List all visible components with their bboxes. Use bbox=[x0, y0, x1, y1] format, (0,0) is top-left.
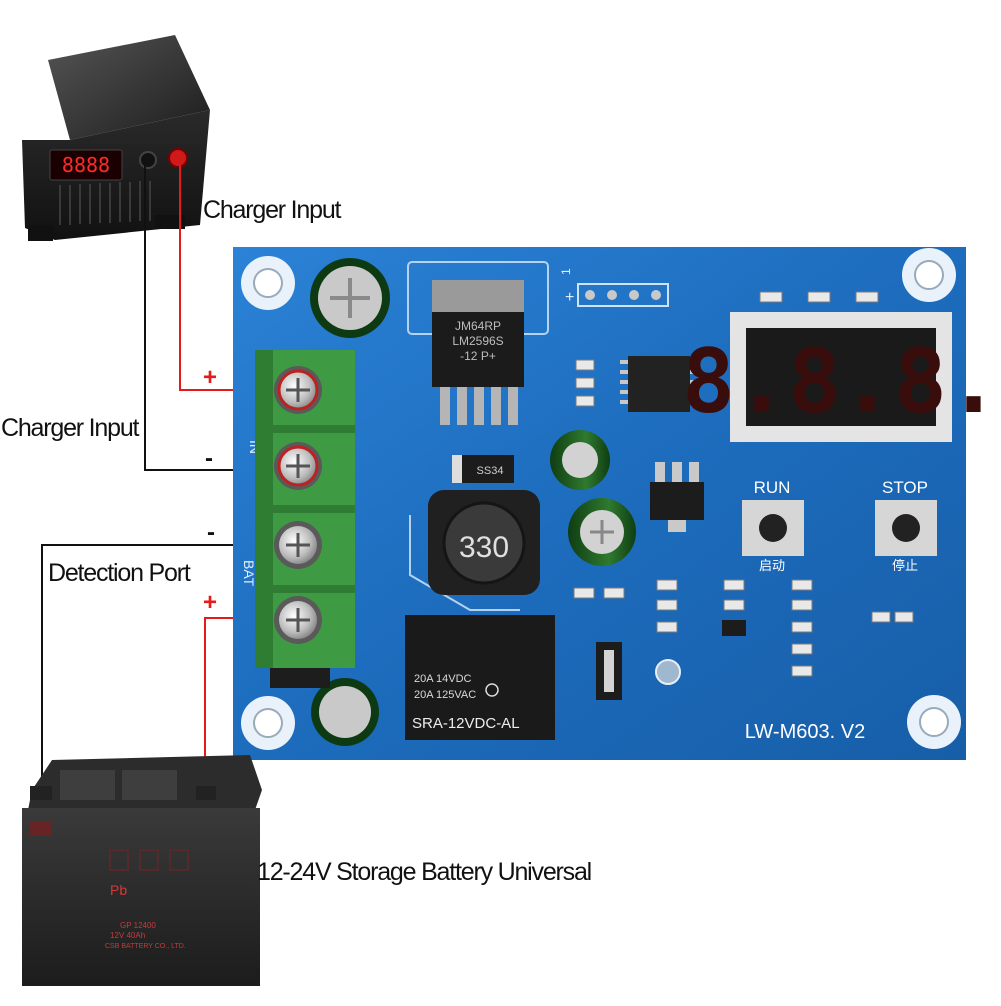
silk-bat: BAT bbox=[241, 560, 257, 587]
battery-model: GP 12400 bbox=[120, 921, 156, 930]
regulator-line3: -12 P+ bbox=[460, 349, 496, 363]
inductor-label: 330 bbox=[459, 531, 509, 564]
pin-header: 1 + bbox=[559, 268, 669, 307]
inductor: 330 bbox=[428, 490, 540, 595]
diode-label: SS34 bbox=[477, 465, 504, 477]
board-model-label: LW-M603. V2 bbox=[745, 721, 865, 743]
battery-spec: 12V 40Ah bbox=[110, 931, 145, 940]
polarity-in-minus: - bbox=[205, 445, 213, 472]
transistor bbox=[650, 462, 746, 636]
diode: SS34 bbox=[452, 455, 514, 483]
relay-model: SRA-12VDC-AL bbox=[412, 715, 520, 732]
relay-line1: 20A 14VDC bbox=[414, 673, 472, 685]
wire-battery-negative bbox=[41, 544, 275, 785]
charger-display-digits: 8888 bbox=[62, 153, 110, 177]
stop-label-cn: 停止 bbox=[892, 558, 918, 573]
terminal-block bbox=[255, 350, 355, 688]
regulator-line2: LM2596S bbox=[452, 334, 503, 348]
polarity-bat-plus: + bbox=[203, 589, 217, 616]
label-charger-input-left: Charger Input bbox=[1, 414, 139, 442]
run-label: RUN bbox=[754, 478, 791, 497]
capacitor-top bbox=[310, 258, 390, 338]
regulator-ic: JM64RP LM2596S -12 P+ bbox=[432, 280, 524, 425]
label-charger-input-top: Charger Input bbox=[203, 196, 341, 224]
polarity-in-plus: + bbox=[203, 364, 217, 391]
label-battery-caption: 12-24V Storage Battery Universal bbox=[257, 858, 592, 886]
regulator-line1: JM64RP bbox=[455, 319, 501, 333]
stop-button[interactable]: STOP 停止 bbox=[875, 478, 937, 573]
small-capacitors bbox=[550, 430, 636, 566]
stop-label: STOP bbox=[882, 478, 928, 497]
header-number: 1 bbox=[559, 268, 573, 275]
run-label-cn: 启动 bbox=[759, 558, 785, 573]
terminal-screws bbox=[274, 366, 322, 644]
mounting-holes bbox=[241, 248, 961, 750]
wire-charger-negative bbox=[144, 165, 275, 471]
microcontroller-ic bbox=[620, 356, 698, 412]
status-led bbox=[655, 659, 681, 685]
run-button[interactable]: RUN 启动 bbox=[742, 478, 804, 573]
battery-pb-mark: Pb bbox=[110, 882, 127, 898]
charger: 8888 bbox=[22, 35, 210, 241]
relay-line2: 20A 125VAC bbox=[414, 689, 476, 701]
display-digits: 8.8.8. bbox=[682, 330, 1000, 433]
battery-maker: CSB BATTERY CO., LTD. bbox=[105, 943, 186, 950]
label-detection-port: Detection Port bbox=[48, 559, 191, 587]
capacitor-bottom bbox=[311, 678, 379, 746]
polarity-bat-minus: - bbox=[207, 519, 215, 546]
pcb-board: 1 + JM64RP LM2596S -12 P+ bbox=[233, 247, 1000, 760]
led-display: 8.8.8. bbox=[682, 312, 1000, 442]
charger-red-terminal bbox=[168, 148, 188, 168]
smd-resistors bbox=[573, 291, 914, 677]
svg-text:+: + bbox=[565, 289, 574, 306]
charger-black-terminal bbox=[139, 151, 157, 169]
relay: 20A 14VDC 20A 125VAC SRA-12VDC-AL bbox=[405, 615, 555, 740]
battery: Pb GP 12400 12V 40Ah CSB BATTERY CO., LT… bbox=[22, 755, 262, 986]
charger-display bbox=[49, 149, 123, 181]
